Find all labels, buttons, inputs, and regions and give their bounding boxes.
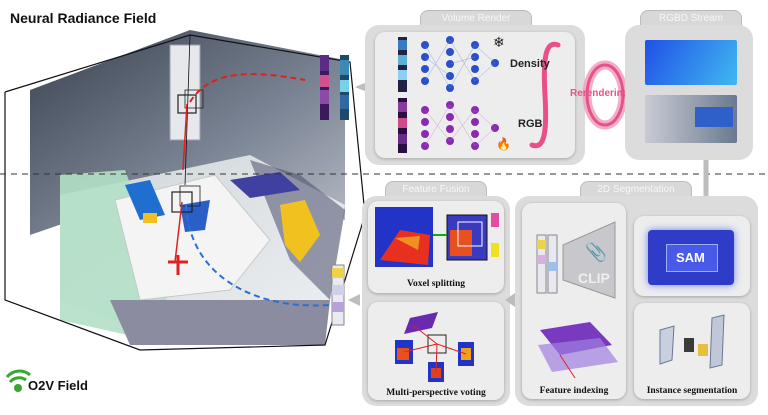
voting-card	[368, 302, 504, 400]
instance-segmentation-caption: Instance segmentation	[646, 386, 738, 396]
depth-frame	[645, 40, 737, 85]
rerendering-loss-label: Rerendering Loss	[570, 88, 656, 99]
rgb-frame	[645, 95, 737, 143]
wifi-icon	[6, 369, 31, 392]
feature-indexing-caption: Feature indexing	[539, 386, 609, 396]
clip-label: CLIP	[578, 270, 610, 286]
rgb-label: RGB	[518, 118, 543, 130]
o2v-field-logo: O2V Field	[6, 368, 126, 398]
logo-text: O2V Field	[28, 378, 88, 393]
voxel-splitting-caption: Voxel splitting	[407, 279, 465, 289]
sam-chip	[648, 230, 734, 285]
paperclip-icon: 📎	[585, 242, 608, 262]
voting-caption: Multi-perspective voting	[386, 388, 486, 398]
snowflake-icon: ❄	[493, 34, 505, 50]
density-label: Density	[510, 58, 550, 70]
sam-label: SAM	[676, 250, 705, 265]
flame-icon: 🔥	[496, 137, 511, 151]
page-title: Neural Radiance Field	[10, 10, 157, 26]
